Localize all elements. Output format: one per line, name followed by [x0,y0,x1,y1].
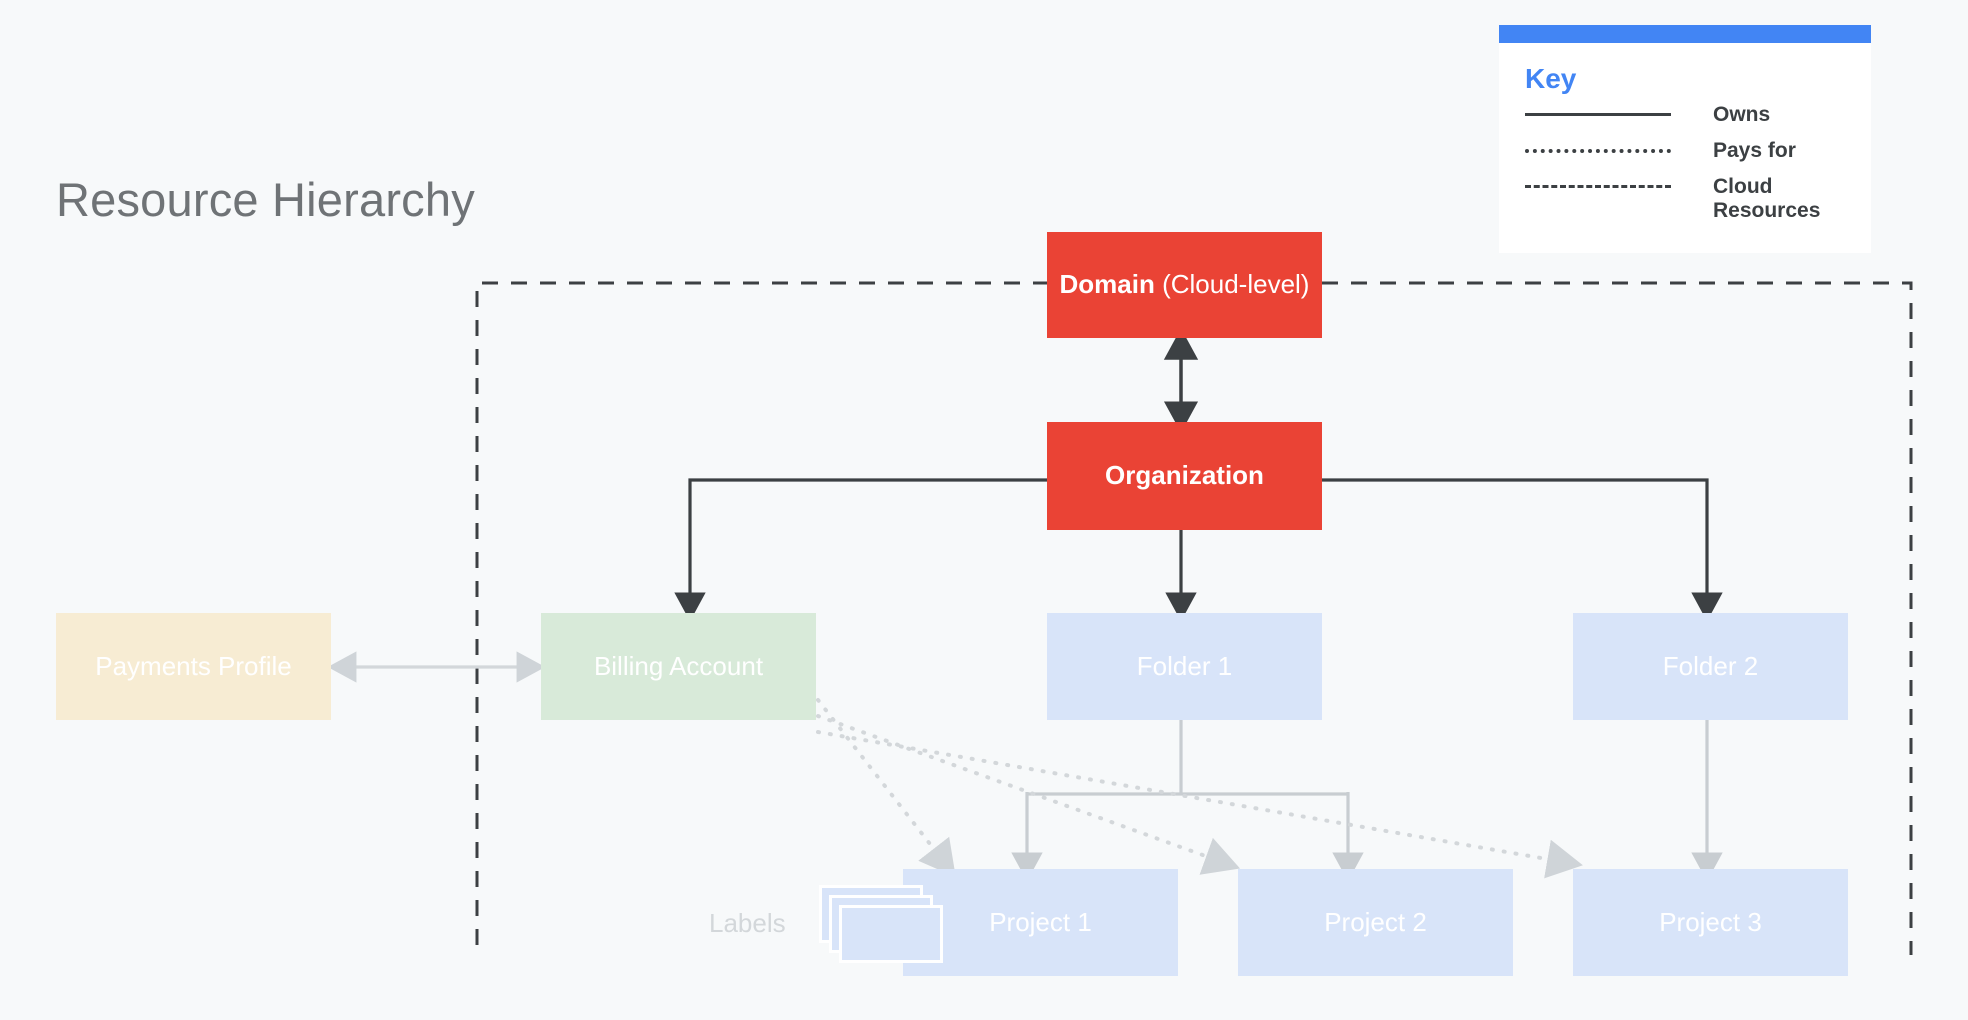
legend-panel: Key Owns Pays for Cloud Resources [1499,25,1871,254]
node-domain-label-light: (Cloud-level) [1154,269,1310,300]
node-folder-1[interactable]: Folder 1 [1047,613,1322,720]
node-project-1[interactable]: Project 1 [903,869,1178,976]
edge-billing-account-project-2 [816,714,1241,875]
node-project-1-label: Project 1 [989,906,1092,937]
node-organization[interactable]: Organization [1047,422,1322,530]
node-payments-profile[interactable]: Payments Profile [56,613,331,720]
labels-card-front [839,905,943,963]
node-billing-account[interactable]: Billing Account [541,613,816,720]
node-folder-1-label: Folder 1 [1136,650,1233,681]
node-domain-label: Domain (Cloud-level) [1059,269,1310,300]
node-domain-label-bold: Domain [1059,269,1155,300]
legend-label-owns: Owns [1713,103,1771,126]
page-title: Resource Hierarchy [56,173,475,226]
node-project-3-label: Project 3 [1659,906,1762,937]
node-organization-label: Organization [1105,460,1264,491]
edge-billing-account-project-1 [816,698,956,878]
edge-billing-account-project-3 [816,730,1583,879]
legend-label-pays-for: Pays for [1713,138,1796,162]
node-project-3[interactable]: Project 3 [1573,869,1848,976]
node-billing-account-label: Billing Account [593,650,764,681]
legend-rows: Owns Pays for Cloud Resources [1525,103,1845,224]
legend-swatch-dashed-icon [1525,175,1671,197]
labels-stack-icon[interactable] [819,885,943,963]
legend-swatch-solid-icon [1525,103,1671,125]
legend-row-owns: Owns [1525,103,1845,128]
node-folder-2-label: Folder 2 [1662,650,1759,681]
legend-row-cloud-resources: Cloud Resources [1525,175,1845,225]
node-project-2-label: Project 2 [1324,906,1427,937]
node-payments-profile-label: Payments Profile [95,650,292,681]
node-project-2[interactable]: Project 2 [1238,869,1513,976]
legend-swatch-dotted-icon [1525,139,1671,161]
legend-heading: Key [1525,63,1577,94]
legend-topbar [1499,25,1871,43]
labels-caption: Labels [709,908,786,938]
legend-label-cloud-resources: Cloud Resources [1713,174,1821,223]
node-domain[interactable]: Domain (Cloud-level) [1047,232,1322,338]
legend-body: Key Owns Pays for Cloud Resources [1499,43,1871,253]
edge-folder-1-tree [1027,720,1348,796]
legend-row-pays-for: Pays for [1525,139,1845,164]
node-folder-2[interactable]: Folder 2 [1573,613,1848,720]
edge-organization-billing-account [674,478,1047,622]
edge-organization-folder-2 [1322,478,1723,622]
